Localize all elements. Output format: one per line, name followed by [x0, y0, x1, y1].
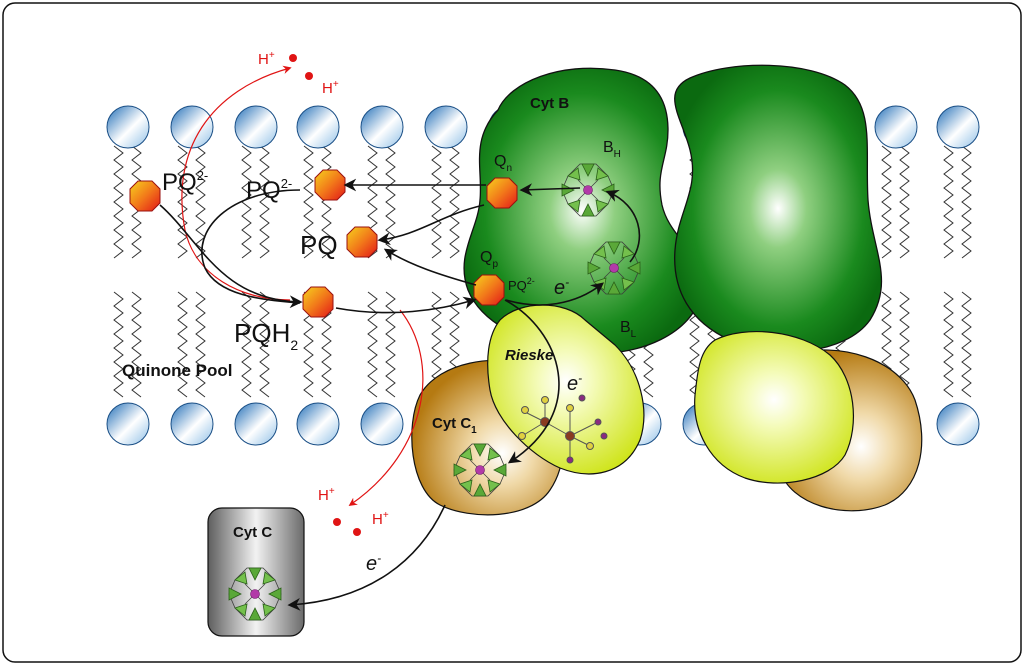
quinone-pqh2 — [302, 286, 334, 318]
proton-label: H+ — [318, 486, 335, 504]
quinone-pq2-mid — [314, 169, 346, 201]
arrow-pqh2-to-qp — [335, 296, 477, 314]
pq2-site-label: PQ2- — [508, 276, 535, 293]
arrow-qp-to-c1 — [504, 299, 560, 464]
lipid-tail — [961, 291, 972, 398]
lipid-tail — [113, 291, 124, 398]
lipid-tail — [881, 145, 892, 259]
lipid-head — [234, 105, 278, 149]
lipid-tail — [195, 291, 206, 398]
qp-label: Qp — [480, 249, 498, 270]
lipid-head — [424, 105, 468, 149]
lipid-head — [296, 105, 340, 149]
lipid-head — [874, 105, 918, 149]
cyt-c-label: Cyt C — [233, 524, 272, 541]
lipid-tail — [431, 145, 442, 259]
iron-sulfur-cluster — [518, 394, 608, 464]
lipid-tail — [303, 145, 314, 259]
lipid-tail — [321, 145, 332, 259]
proton-label: H+ — [258, 50, 275, 68]
pq2-left-label: PQ2- — [162, 168, 208, 196]
cyt-b-right — [674, 64, 883, 353]
proton-label: H+ — [322, 79, 339, 97]
lipid-tail — [367, 291, 378, 398]
lipid-head — [170, 105, 214, 149]
cyt-b-label: Cyt B — [530, 95, 569, 112]
lipid-tail — [961, 145, 972, 259]
arrow-qp-to-pq — [383, 248, 477, 286]
rieske-right — [694, 331, 855, 484]
lipid-head — [936, 105, 980, 149]
bl-label: BL — [620, 319, 637, 340]
proton-dot — [289, 54, 297, 62]
quinone-pool-label: Quinone Pool — [122, 361, 233, 380]
electron-c-label: e- — [366, 551, 381, 575]
lipid-head — [360, 105, 404, 149]
lipid-tail — [113, 145, 124, 259]
lipid-tail — [943, 291, 954, 398]
lipid-tail — [449, 145, 460, 259]
quinone-pq — [346, 226, 378, 258]
lipid-head — [170, 402, 214, 446]
lipid-head — [234, 402, 278, 446]
lipid-tail — [259, 145, 270, 259]
lipid-tail — [177, 145, 188, 259]
electron-b-label: e- — [554, 275, 569, 299]
proton-dot — [333, 518, 341, 526]
proton-release-arrow — [348, 309, 424, 506]
arrow-bl-to-bh — [605, 189, 641, 263]
arrow-bh-to-qn — [519, 183, 581, 197]
lipid-tail — [385, 145, 396, 259]
arrow-pq2mid-loop — [201, 189, 301, 304]
lipid-head — [296, 402, 340, 446]
electron-rieske-label: e- — [567, 371, 582, 395]
lipid-tail — [899, 145, 910, 259]
pq-label: PQ — [300, 230, 338, 260]
lipid-tail — [177, 291, 188, 398]
rieske-label: Rieske — [505, 347, 553, 364]
arrow-c1-to-c — [287, 504, 446, 611]
quinone-qp — [473, 274, 505, 306]
lipid-tail — [943, 145, 954, 259]
quinone-pq2-left — [129, 180, 161, 212]
lipid-tail — [241, 291, 252, 398]
lipid-tail — [131, 291, 142, 398]
proton-label: H+ — [372, 510, 389, 528]
cyt-c1-label: Cyt C1 — [432, 415, 477, 436]
arrow-pq2-to-pqh2 — [159, 204, 303, 309]
bh-label: BH — [603, 139, 621, 160]
lipid-head — [106, 402, 150, 446]
qn-label: Qn — [494, 153, 512, 174]
quinone-qn — [486, 177, 518, 209]
proton-dot — [353, 528, 361, 536]
lipid-head — [360, 402, 404, 446]
lipid-tail — [195, 145, 206, 259]
lipid-tail — [899, 291, 910, 398]
arrow-qn-to-pq — [377, 204, 485, 246]
rieske-left — [487, 304, 645, 475]
pq2-mid-label: PQ2- — [246, 176, 292, 204]
lipid-tail — [385, 291, 396, 398]
pqh2-label: PQH2 — [234, 318, 298, 353]
lipid-head — [936, 402, 980, 446]
arrow-qp-to-bl — [505, 282, 605, 306]
proton-uptake-arrow — [181, 65, 292, 301]
lipid-tail — [259, 291, 270, 398]
lipid-head — [106, 105, 150, 149]
proton-dot — [305, 72, 313, 80]
